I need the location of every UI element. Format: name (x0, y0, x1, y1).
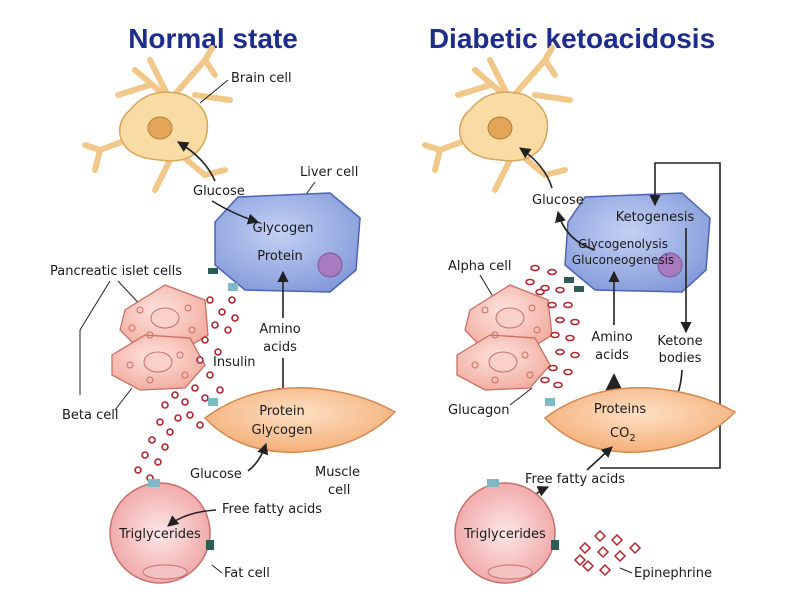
liver-cell-nucleus (317, 252, 343, 278)
ketogenesis-label: Ketogenesis (616, 210, 695, 225)
fat-cell-label: Fat cell (224, 566, 270, 581)
dka-liver-receptor-teal (574, 286, 584, 292)
amino-label: Amino (259, 322, 300, 337)
muscle-label: Muscle (315, 465, 360, 480)
glucose-top-label: Glucose (193, 184, 245, 199)
dka-fat-receptor-top (487, 479, 499, 487)
glucose-to-muscle-arrow (247, 442, 269, 472)
dka-fat-receptor-side (551, 540, 559, 550)
liver-glycogen-label: Glycogen (253, 221, 314, 236)
glucose-bottom-label: Glucose (190, 467, 242, 482)
dka-muscle-cell (543, 387, 737, 453)
fat-receptor-side (206, 540, 214, 550)
liver-cell-label: Liver cell (300, 165, 358, 180)
alpha-cell-lower-nucleus (488, 351, 518, 373)
co2-label: CO2 (610, 426, 636, 444)
beta-cell-label: Beta cell (62, 408, 118, 423)
glycogenolysis-label: Glycogenolysis (578, 237, 668, 251)
alpha-cell-granules (471, 304, 541, 384)
muscle-glycogen-label: Glycogen (252, 423, 313, 438)
liver-receptor-teal (228, 283, 238, 291)
alpha-cell-cluster (456, 284, 553, 391)
epinephrine-leader (619, 567, 633, 574)
proteins-label: Proteins (594, 402, 647, 417)
alpha-cell-upper-nucleus (495, 307, 525, 329)
cell-label: cell (328, 483, 350, 498)
muscle-cell (203, 387, 397, 453)
ffa-to-co2-arrow (586, 446, 613, 471)
dka-liver-nucleus (657, 252, 683, 278)
liver-cell (214, 192, 361, 293)
acids-label: acids (263, 340, 297, 355)
brain-cell-neuron (82, 45, 233, 193)
brain-cell-leader (199, 79, 229, 104)
dka-glucose-label: Glucose (532, 193, 584, 208)
brain-cell-label: Brain cell (231, 71, 292, 86)
co2-subscript: 2 (629, 433, 635, 444)
liver-receptor-dark (208, 268, 218, 274)
normal-state-panel: Brain cell Liver cell Glycogen Protein G… (50, 45, 397, 584)
glucagon-granules (525, 264, 580, 389)
beta-cell-cluster (111, 284, 209, 391)
insulin-granules (134, 296, 239, 482)
insulin-label: Insulin (213, 355, 256, 370)
ketone-label: Ketone (657, 334, 702, 349)
triglycerides-label: Triglycerides (118, 527, 201, 542)
brain-cell-nucleus (147, 116, 173, 140)
liver-protein-label: Protein (257, 249, 303, 264)
dka-title: Diabetic ketoacidosis (429, 23, 715, 54)
beta-cell-upper-nucleus (150, 307, 180, 329)
dka-free-fatty-acids-label: Free fatty acids (525, 472, 625, 487)
dka-liver-receptor-dark (564, 277, 574, 283)
gluconeogenesis-label: Gluconeogenesis (572, 253, 674, 267)
dka-brain-cell-nucleus (487, 116, 513, 140)
glucose-to-glycogen-arrow (211, 200, 260, 225)
dka-muscle-receptor (545, 398, 555, 406)
fat-cell-leader (211, 564, 223, 574)
fat-receptor-top (148, 479, 160, 487)
muscle-protein-label: Protein (259, 404, 305, 419)
dka-fat-cell-nucleus (487, 564, 533, 580)
pancreatic-islet-cells-label: Pancreatic islet cells (50, 264, 182, 279)
bodies-label: bodies (659, 351, 702, 366)
dka-liver-to-glucose-arrow (555, 210, 596, 251)
glucagon-leader (509, 387, 533, 406)
dka-brain-cell-neuron (422, 45, 573, 193)
glucose-to-brain-arrow (177, 141, 216, 182)
beta-cell-leader (114, 387, 133, 411)
dka-glucose-to-brain-arrow (519, 147, 553, 189)
co2-base: CO (610, 426, 629, 441)
muscle-receptor (208, 398, 218, 406)
dka-panel: Ketogenesis Glycogenolysis Gluconeogenes… (422, 45, 737, 584)
alpha-cell-label: Alpha cell (448, 259, 511, 274)
beta-cell-granules (126, 304, 196, 384)
dka-acids-label: acids (595, 348, 629, 363)
fat-cell-nucleus (142, 564, 188, 580)
dka-fat-cell (454, 482, 556, 584)
dka-triglycerides-label: Triglycerides (463, 527, 546, 542)
epinephrine-label: Epinephrine (634, 566, 712, 581)
ffa-to-ketogenesis-loop (600, 162, 721, 469)
ffa-arrow-normal (167, 509, 217, 527)
glucagon-label: Glucagon (448, 403, 509, 418)
epinephrine-granules (573, 529, 642, 577)
free-fatty-acids-label: Free fatty acids (222, 502, 322, 517)
beta-cell-lower-nucleus (143, 351, 173, 373)
dka-amino-label: Amino (591, 330, 632, 345)
islet-leader-2 (79, 280, 111, 395)
